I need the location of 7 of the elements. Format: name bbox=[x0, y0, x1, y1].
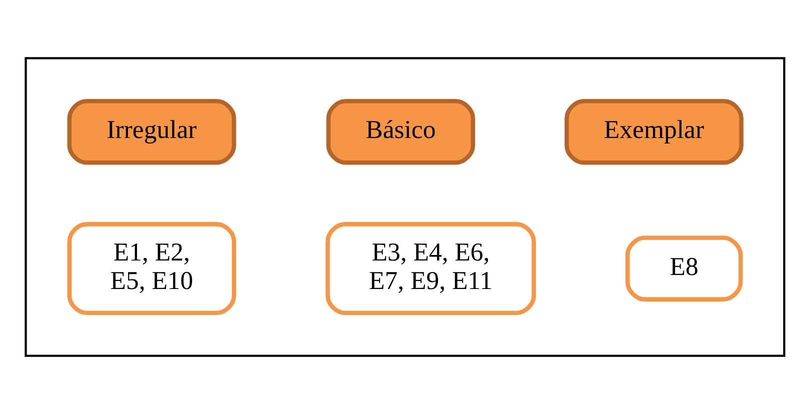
node-box: E8 bbox=[625, 236, 743, 302]
node-box: E3, E4, E6, E7, E9, E11 bbox=[326, 222, 536, 316]
node-box: Básico bbox=[326, 98, 476, 165]
node-box: E1, E2, E5, E10 bbox=[67, 222, 236, 316]
cluster bbox=[24, 57, 786, 357]
node-box: Exemplar bbox=[564, 98, 744, 165]
node-box: Irregular bbox=[67, 98, 236, 165]
